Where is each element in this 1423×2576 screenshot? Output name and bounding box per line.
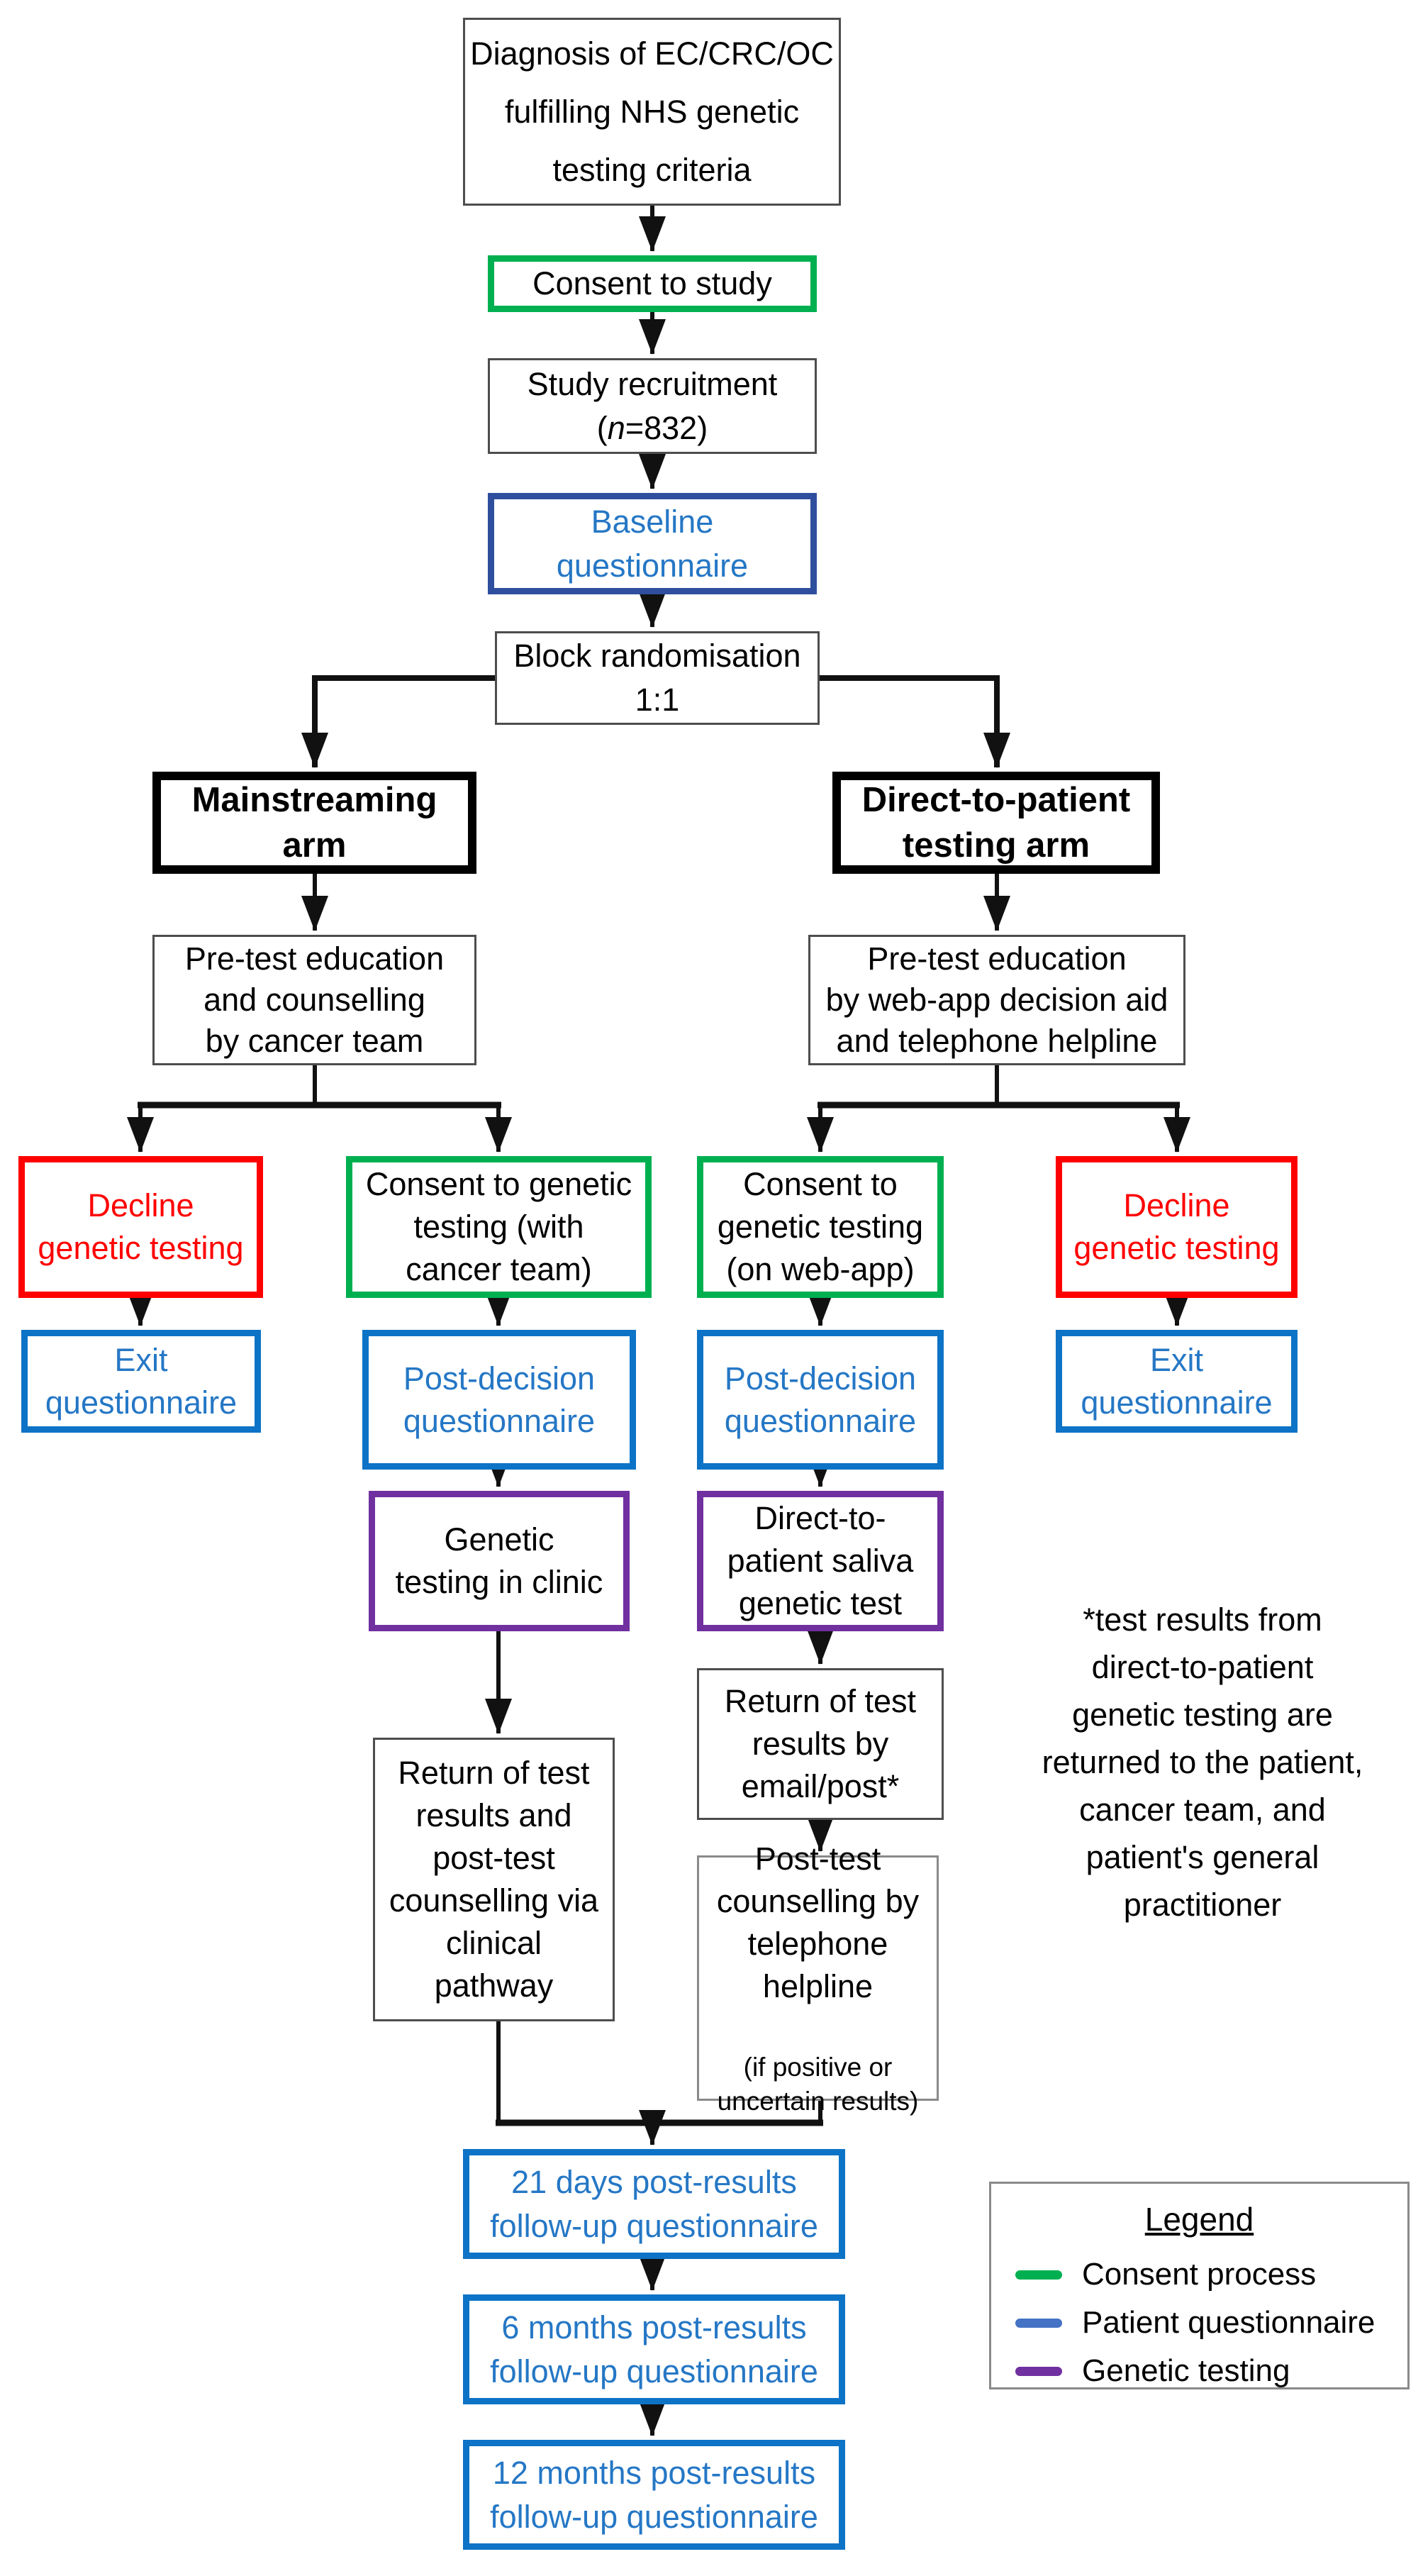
node-pretest-education-right: Pre-test education by web-app decision a… [808, 935, 1185, 1065]
node-exit-questionnaire-right: Exit questionnaire [1056, 1330, 1298, 1433]
node-exit-questionnaire-left: Exit questionnaire [21, 1330, 261, 1433]
consent-process-swatch [1015, 2270, 1062, 2280]
node-mainstreaming-arm: Mainstreaming arm [152, 772, 476, 874]
node-followup-6-months: 6 months post-results follow-up question… [463, 2294, 845, 2404]
node-postdecision-questionnaire-right: Post-decision questionnaire [697, 1330, 944, 1470]
node-consent-to-study: Consent to study [488, 255, 817, 312]
italic-n: n [607, 409, 625, 446]
legend-item-label: Genetic testing [1082, 2353, 1290, 2388]
node-pretest-education-left: Pre-test education and counselling by ca… [152, 935, 476, 1065]
node-posttest-counselling-helpline: Post-test counselling by telephone helpl… [697, 1841, 939, 2116]
posttest-text: Post-test counselling by telephone helpl… [717, 1795, 919, 2161]
node-return-results-email: Return of test results by email/post* [697, 1668, 944, 1820]
posttest-condition-note: (if positive or uncertain results) [717, 2053, 919, 2116]
node-direct-to-patient-arm: Direct-to-patient testing arm [832, 772, 1160, 874]
node-baseline-questionnaire: Baseline questionnaire [488, 493, 817, 594]
legend-title: Legend [1144, 2201, 1254, 2238]
legend-item-consent: Consent process [1015, 2250, 1383, 2299]
node-study-recruitment: Study recruitment(n=832) [488, 358, 817, 454]
patient-questionnaire-swatch [1015, 2318, 1062, 2328]
node-consent-testing-webapp: Consent to genetic testing (on web-app) [697, 1156, 944, 1298]
node-block-randomisation: Block randomisation 1:1 [495, 631, 820, 725]
node-followup-21-days: 21 days post-results follow-up questionn… [463, 2149, 845, 2259]
node-decline-testing-right: Decline genetic testing [1056, 1156, 1298, 1298]
node-return-results-clinical: Return of test results and post-test cou… [373, 1738, 615, 2021]
node-genetic-testing-clinic: Genetic testing in clinic [369, 1491, 630, 1631]
genetic-testing-swatch [1015, 2366, 1062, 2376]
node-postdecision-questionnaire-left: Post-decision questionnaire [362, 1330, 636, 1470]
arrow-lines [127, 206, 1190, 2436]
node-diagnosis: Diagnosis of EC/CRC/OC fulfilling NHS ge… [463, 18, 841, 206]
node-decline-testing-left: Decline genetic testing [18, 1156, 263, 1298]
node-saliva-genetic-test: Direct-to- patient saliva genetic test [697, 1491, 944, 1631]
legend-item-questionnaire: Patient questionnaire [1015, 2299, 1383, 2347]
legend-item-label: Patient questionnaire [1082, 2305, 1375, 2340]
recruitment-text: Study recruitment(n=832) [527, 365, 778, 446]
asterisk-footnote: *test results from direct-to-patient gen… [1042, 1601, 1363, 1923]
legend-item-genetic-testing: Genetic testing [1015, 2347, 1383, 2395]
node-followup-12-months: 12 months post-results follow-up questio… [463, 2440, 845, 2550]
legend-box: Legend Consent process Patient questionn… [989, 2182, 1410, 2389]
node-consent-testing-cancer-team: Consent to genetic testing (with cancer … [346, 1156, 652, 1298]
legend-item-label: Consent process [1082, 2257, 1317, 2292]
